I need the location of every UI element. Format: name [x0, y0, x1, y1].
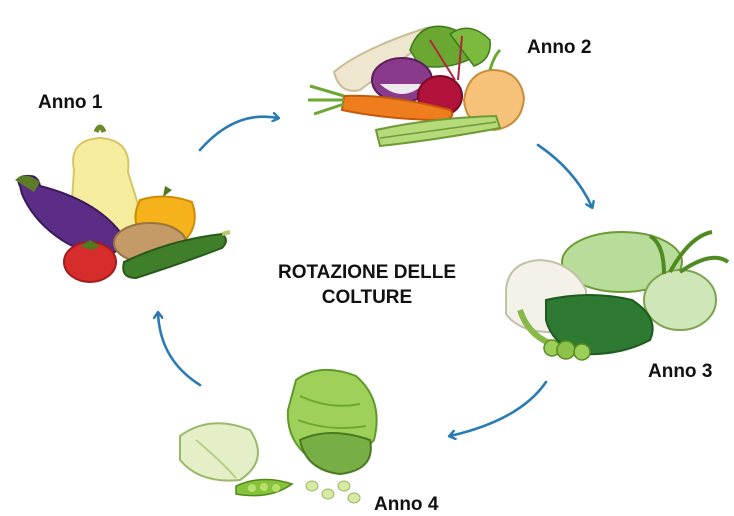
year1-vegetables — [15, 127, 230, 282]
year3-label: Anno 3 — [648, 361, 712, 383]
diagram-title: ROTAZIONE DELLE COLTURE — [232, 260, 502, 310]
celery-icon — [376, 116, 500, 146]
year3-vegetables — [506, 232, 728, 360]
arrow-year3-to-year4 — [450, 382, 546, 436]
peas-icon — [236, 479, 292, 495]
cabbage-leaf-icon — [300, 433, 371, 474]
arrow-year2-to-year3 — [538, 145, 592, 207]
year4-vegetables — [180, 370, 377, 503]
year1-label: Anno 1 — [38, 92, 102, 114]
year2-label: Anno 2 — [527, 37, 591, 59]
chard-icon — [180, 423, 258, 480]
arrow-year4-to-year1 — [158, 313, 200, 385]
arrow-year1-to-year2 — [200, 117, 278, 150]
title-line-2: COLTURE — [232, 285, 502, 310]
year2-vegetables — [308, 26, 524, 146]
year4-label: Anno 4 — [374, 494, 438, 516]
title-line-1: ROTAZIONE DELLE — [232, 260, 502, 285]
beans-icon — [306, 481, 360, 503]
